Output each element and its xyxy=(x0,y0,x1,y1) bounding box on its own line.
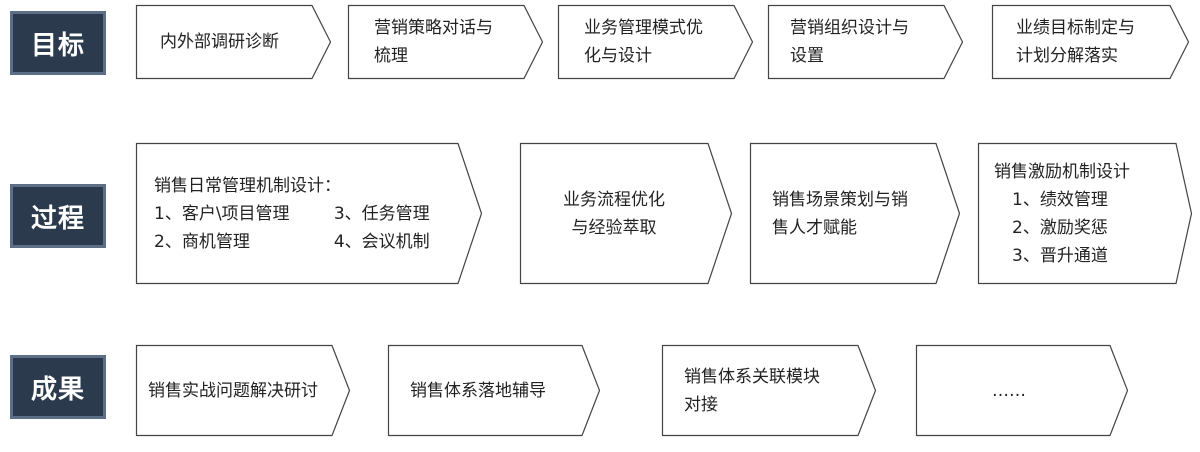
process-step-2-line-1: 业务流程优化 xyxy=(563,189,665,210)
goal-step-2: 营销策略对话与 梳理 xyxy=(347,4,544,80)
process-step-1-item-3: 3、任务管理 xyxy=(333,203,430,224)
process-step-1-item-4: 4、会议机制 xyxy=(333,231,430,252)
row-label-result: 成果 xyxy=(10,355,106,419)
goal-step-3-line-2: 化与设计 xyxy=(584,46,652,66)
goal-step-1: 内外部调研诊断 xyxy=(135,4,332,80)
process-step-4-line-4: 3、晋升通道 xyxy=(1012,245,1108,266)
goal-step-5-line-2: 计划分解落实 xyxy=(1016,46,1118,66)
process-step-3-line-2: 售人才赋能 xyxy=(772,217,857,238)
goal-step-1-line-1: 内外部调研诊断 xyxy=(160,32,279,52)
goal-step-4-line-2: 设置 xyxy=(790,46,824,66)
goal-step-3-line-1: 业务管理模式优 xyxy=(584,18,703,38)
process-step-2-line-2: 与经验萃取 xyxy=(571,217,657,238)
goal-step-2-line-2: 梳理 xyxy=(374,46,408,66)
process-step-1-item-2: 2、商机管理 xyxy=(154,231,250,252)
goal-step-3: 业务管理模式优 化与设计 xyxy=(557,4,754,80)
process-step-4-line-1: 销售激励机制设计 xyxy=(994,161,1130,182)
process-step-1-item-1: 1、客户\项目管理 xyxy=(154,203,290,224)
result-step-1-line-1: 销售实战问题解决研讨 xyxy=(148,380,318,401)
result-step-3-line-1: 销售体系关联模块 xyxy=(684,366,820,387)
result-step-2-line-1: 销售体系落地辅导 xyxy=(410,380,546,401)
process-step-4-line-3: 2、激励奖惩 xyxy=(1012,217,1108,238)
process-step-1: 销售日常管理机制设计： 1、客户\项目管理 3、任务管理 2、商机管理 4、会议… xyxy=(135,142,483,285)
process-step-1-title: 销售日常管理机制设计： xyxy=(154,175,341,196)
process-step-3: 销售场景策划与销 售人才赋能 xyxy=(749,142,961,285)
result-step-3-line-2: 对接 xyxy=(684,394,718,415)
process-step-2: 业务流程优化 与经验萃取 xyxy=(519,142,733,285)
goal-step-2-line-1: 营销策略对话与 xyxy=(374,18,493,38)
goal-step-4: 营销组织设计与 设置 xyxy=(767,4,964,80)
process-step-4: 销售激励机制设计 1、绩效管理 2、激励奖惩 3、晋升通道 xyxy=(977,142,1193,285)
process-step-4-line-2: 1、绩效管理 xyxy=(1012,189,1108,210)
row-label-process: 过程 xyxy=(10,184,106,248)
goal-step-5: 业绩目标制定与 计划分解落实 xyxy=(991,4,1190,80)
result-step-3: 销售体系关联模块 对接 xyxy=(661,344,877,437)
goal-step-4-line-1: 营销组织设计与 xyxy=(790,18,909,38)
result-step-1: 销售实战问题解决研讨 xyxy=(135,344,351,437)
goal-step-5-line-1: 业绩目标制定与 xyxy=(1016,18,1135,38)
result-step-4: …… xyxy=(915,344,1129,437)
result-step-2: 销售体系落地辅导 xyxy=(387,344,601,437)
row-label-goal: 目标 xyxy=(10,11,106,75)
result-step-4-line-1: …… xyxy=(992,380,1026,401)
process-step-3-line-1: 销售场景策划与销 xyxy=(772,189,908,210)
